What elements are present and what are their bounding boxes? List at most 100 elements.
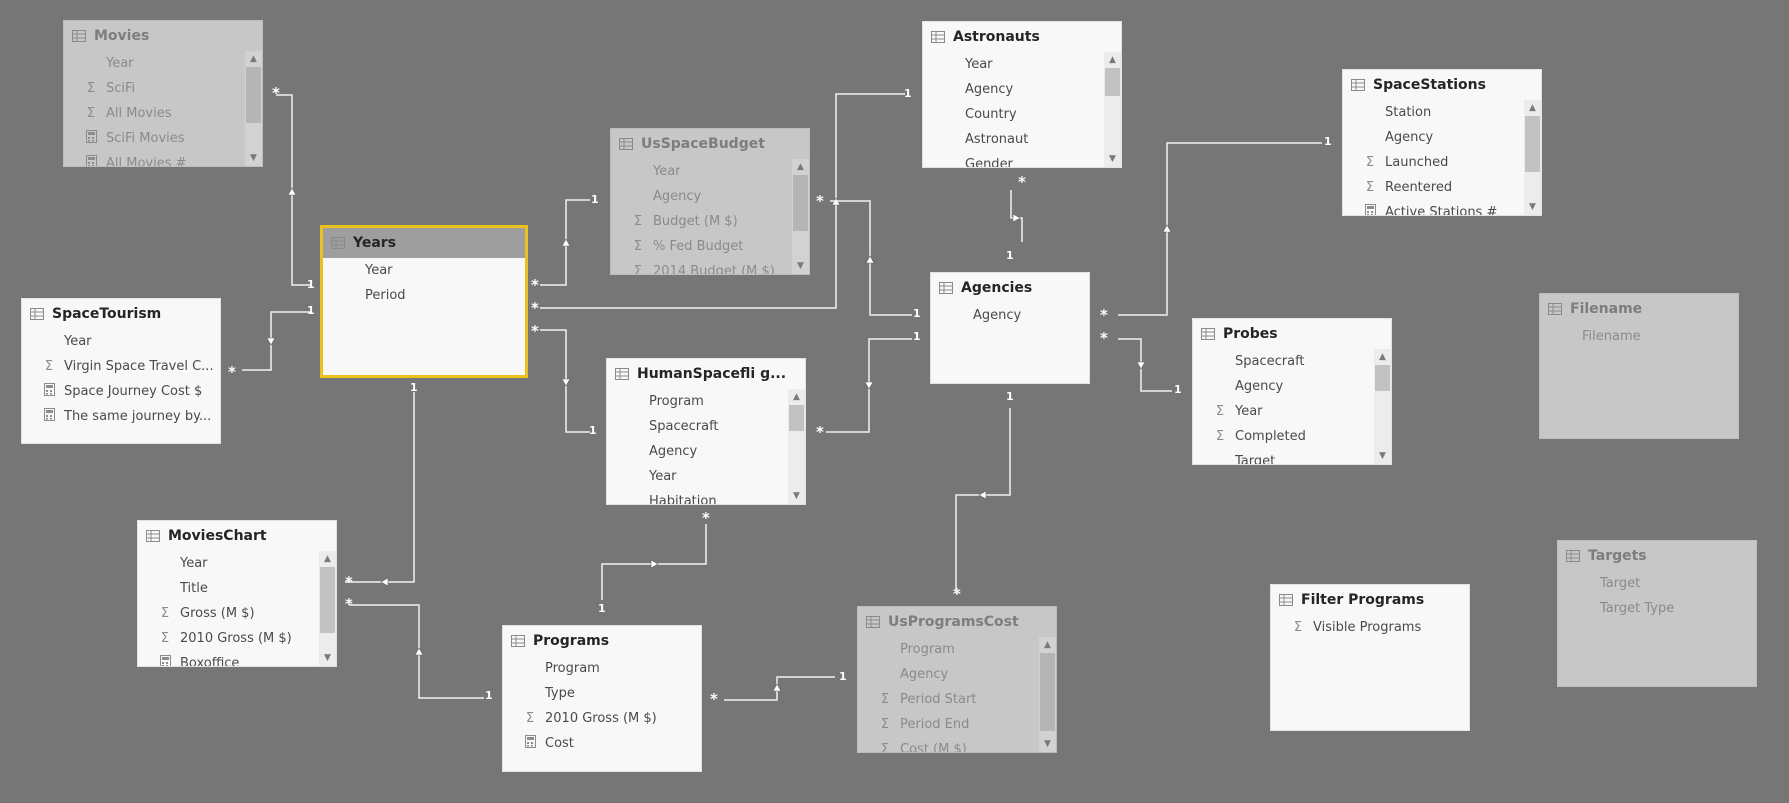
field-row[interactable]: Year: [138, 551, 336, 576]
vertical-scrollbar[interactable]: ▲▼: [245, 51, 262, 166]
field-row[interactable]: Agency: [611, 184, 809, 209]
field-row[interactable]: Σ% Fed Budget: [611, 234, 809, 259]
vertical-scrollbar[interactable]: ▲▼: [1039, 637, 1056, 752]
relationship-line-probes-agencies[interactable]: [1118, 338, 1172, 392]
scroll-down-arrow-icon[interactable]: ▼: [324, 653, 331, 663]
scroll-thumb[interactable]: [789, 405, 804, 431]
table-header[interactable]: Years: [323, 228, 525, 258]
field-row[interactable]: All Movies #: [64, 151, 262, 166]
scroll-thumb[interactable]: [320, 567, 335, 633]
table-header[interactable]: SpaceStations: [1343, 70, 1541, 100]
field-row[interactable]: Program: [858, 637, 1056, 662]
vertical-scrollbar[interactable]: ▲▼: [319, 551, 336, 666]
field-row[interactable]: Space Journey Cost $: [22, 379, 220, 404]
field-row[interactable]: Habitation: [607, 489, 805, 504]
vertical-scrollbar[interactable]: ▲▼: [788, 389, 805, 504]
table-header[interactable]: Filename: [1540, 294, 1738, 324]
scroll-down-arrow-icon[interactable]: ▼: [793, 491, 800, 501]
relationship-line-astronauts-agencies[interactable]: [1010, 190, 1023, 242]
field-row[interactable]: Cost: [503, 731, 701, 756]
relationship-line-humanspaceflight-programs[interactable]: [601, 524, 707, 600]
field-row[interactable]: Boxoffice: [138, 651, 336, 666]
table-header[interactable]: Programs: [503, 626, 701, 656]
scroll-thumb[interactable]: [1375, 365, 1390, 391]
field-row[interactable]: Target: [1558, 571, 1756, 596]
field-row[interactable]: Agency: [1343, 125, 1541, 150]
table-header[interactable]: SpaceTourism: [22, 299, 220, 329]
scroll-down-arrow-icon[interactable]: ▼: [1379, 451, 1386, 461]
scroll-thumb[interactable]: [1525, 116, 1540, 172]
scroll-down-arrow-icon[interactable]: ▼: [250, 153, 257, 163]
field-row[interactable]: Target Type: [1558, 596, 1756, 621]
relationship-line-movieschart-programs[interactable]: [349, 604, 484, 699]
relationship-line-humanspaceflight-years[interactable]: [540, 329, 590, 433]
scroll-thumb[interactable]: [1105, 68, 1120, 96]
field-row[interactable]: Agency: [1193, 374, 1391, 399]
field-row[interactable]: Agency: [931, 303, 1089, 328]
field-row[interactable]: Type: [503, 681, 701, 706]
field-row[interactable]: Agency: [607, 439, 805, 464]
field-row[interactable]: Agency: [923, 77, 1121, 102]
field-row[interactable]: Astronaut: [923, 127, 1121, 152]
field-row[interactable]: Station: [1343, 100, 1541, 125]
relationship-line-spacetourism-years[interactable]: [242, 311, 312, 371]
field-row[interactable]: Year: [611, 159, 809, 184]
scroll-thumb[interactable]: [246, 67, 261, 123]
relationship-line-usspacebudget-agencies[interactable]: [830, 200, 912, 316]
scroll-up-arrow-icon[interactable]: ▲: [1529, 103, 1536, 113]
field-row[interactable]: Spacecraft: [607, 414, 805, 439]
field-row[interactable]: Spacecraft: [1193, 349, 1391, 374]
field-row[interactable]: Program: [607, 389, 805, 414]
field-row[interactable]: Year: [607, 464, 805, 489]
scroll-up-arrow-icon[interactable]: ▲: [797, 162, 804, 172]
relationship-line-usprogramscost-programs[interactable]: [724, 676, 835, 701]
vertical-scrollbar[interactable]: ▲▼: [1524, 100, 1541, 215]
field-row[interactable]: Year: [923, 52, 1121, 77]
table-header[interactable]: UsProgramsCost: [858, 607, 1056, 637]
field-row[interactable]: Active Stations #: [1343, 200, 1541, 215]
table-header[interactable]: Agencies: [931, 273, 1089, 303]
scroll-up-arrow-icon[interactable]: ▲: [324, 554, 331, 564]
relationship-line-movieschart-years[interactable]: [345, 392, 415, 583]
scroll-up-arrow-icon[interactable]: ▲: [1109, 55, 1116, 65]
field-row[interactable]: Filename: [1540, 324, 1738, 349]
field-row[interactable]: SciFi Movies: [64, 126, 262, 151]
relationship-line-humanspaceflight-agencies[interactable]: [826, 338, 912, 433]
field-row[interactable]: The same journey by...: [22, 404, 220, 429]
field-row[interactable]: Period: [323, 283, 525, 308]
field-row[interactable]: Gender: [923, 152, 1121, 167]
vertical-scrollbar[interactable]: ▲▼: [1374, 349, 1391, 464]
scroll-up-arrow-icon[interactable]: ▲: [793, 392, 800, 402]
scroll-down-arrow-icon[interactable]: ▼: [1044, 739, 1051, 749]
table-header[interactable]: Movies: [64, 21, 262, 51]
relationship-line-usspacebudget-years[interactable]: [540, 199, 590, 286]
table-header[interactable]: Astronauts: [923, 22, 1121, 52]
field-row[interactable]: Title: [138, 576, 336, 601]
field-row[interactable]: Country: [923, 102, 1121, 127]
scroll-down-arrow-icon[interactable]: ▼: [797, 261, 804, 271]
table-header[interactable]: Targets: [1558, 541, 1756, 571]
